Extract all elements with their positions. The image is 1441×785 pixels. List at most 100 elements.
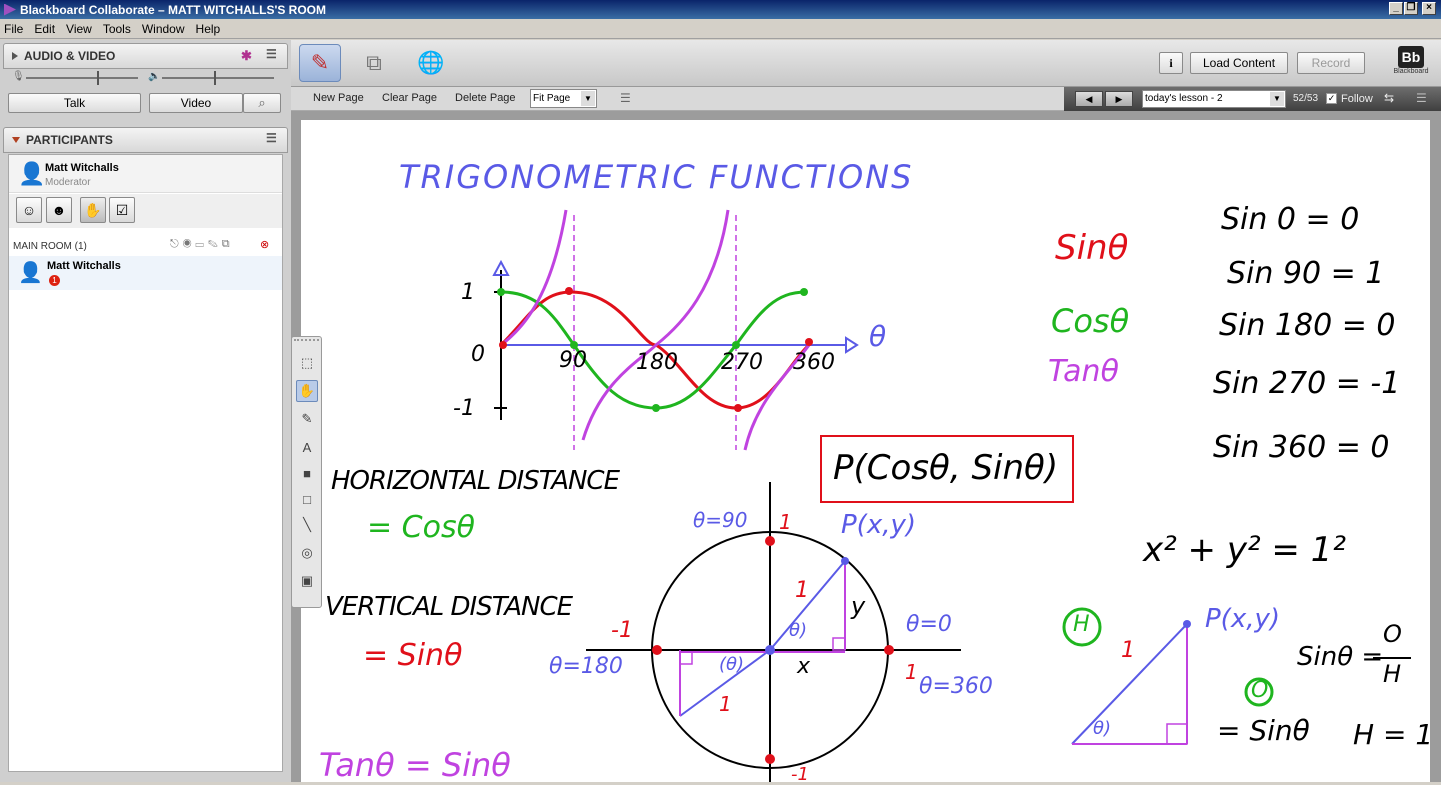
rect-tool-icon[interactable]: □: [303, 491, 311, 507]
participant-row[interactable]: 👤 Matt Witchalls 1: [9, 256, 282, 290]
brand-name: Blackboard: [1393, 68, 1429, 75]
prev-page-icon[interactable]: ◀: [1075, 91, 1103, 107]
delete-page-button[interactable]: Delete Page: [455, 92, 516, 104]
zoom-select[interactable]: Fit Page ▼: [530, 89, 597, 108]
legend-sin: Sinθ: [1055, 228, 1129, 268]
label-pxy-2: P(x,y): [1205, 604, 1281, 634]
record-label: Record: [1311, 56, 1351, 70]
audio-settings-icon[interactable]: ✱: [241, 48, 252, 63]
record-button[interactable]: Record: [1297, 52, 1365, 74]
participants-menu-icon[interactable]: ☰: [266, 131, 277, 145]
next-page-icon[interactable]: ▶: [1105, 91, 1133, 107]
close-icon[interactable]: ×: [1422, 2, 1436, 15]
sin-fraction-label: Sinθ =: [1297, 642, 1384, 672]
room-tools-icons[interactable]: ⎋◉▭✎⧉: [170, 238, 234, 250]
filled-rect-tool-icon[interactable]: ■: [303, 465, 311, 481]
speaker-volume-knob[interactable]: [214, 71, 216, 85]
select-tool-icon[interactable]: ⬚: [300, 355, 314, 370]
circle-point-0: [884, 645, 894, 655]
fraction-denominator: H: [1383, 660, 1402, 688]
remove-user-icon[interactable]: ⊗: [260, 239, 270, 251]
minimize-icon[interactable]: _: [1389, 2, 1403, 15]
text-tool-icon[interactable]: A: [302, 439, 312, 455]
menu-tools[interactable]: Tools: [102, 21, 131, 36]
app-logo-icon: [4, 3, 16, 16]
mic-volume-slider[interactable]: [26, 77, 138, 79]
participant-avatar-icon: 👤: [18, 262, 43, 284]
my-profile: 👤 Matt Witchalls Moderator: [9, 155, 282, 193]
load-content-button[interactable]: Load Content: [1190, 52, 1288, 74]
audio-video-title: AUDIO & VIDEO: [24, 49, 116, 63]
info-button[interactable]: i: [1159, 52, 1183, 74]
follow-checkbox[interactable]: ✓: [1326, 93, 1337, 104]
triangle-hypotenuse: [1071, 623, 1188, 745]
user-avatar-icon: 👤: [18, 161, 46, 186]
right-angle-mark: [832, 637, 846, 651]
new-page-button[interactable]: New Page: [313, 92, 364, 104]
menu-view[interactable]: View: [66, 21, 92, 36]
web-tour-icon[interactable]: 🌐: [417, 50, 445, 75]
sin90-text: Sin 90 = 1: [1227, 256, 1385, 291]
audio-video-header[interactable]: AUDIO & VIDEO ✱ ☰: [3, 43, 288, 69]
label-theta90: θ=90: [693, 508, 748, 532]
page-select[interactable]: today's lesson - 2 ▼: [1142, 90, 1286, 108]
dropdown-arrow-icon: ▼: [581, 91, 595, 106]
whiteboard-canvas[interactable]: TRIGONOMETRIC FUNCTIONS 1 0 -1 90 180 27…: [301, 120, 1433, 785]
line-tool-icon[interactable]: ╲: [303, 517, 311, 532]
label-one-bottom: 1: [719, 692, 732, 716]
video-preview-button[interactable]: ⌕: [243, 93, 281, 113]
label-theta180: θ=180: [549, 654, 623, 679]
label-x360: 360: [793, 350, 835, 375]
mic-volume-knob[interactable]: [97, 71, 99, 85]
cos-point-0: [497, 288, 505, 296]
microphone-icon: 🎙: [12, 71, 25, 82]
cos-point-180: [652, 404, 660, 412]
hand-tool-icon[interactable]: ✋: [296, 380, 318, 402]
tan-branch-3: [743, 344, 811, 451]
label-h-circle: H: [1073, 612, 1090, 637]
menu-help[interactable]: Help: [195, 21, 221, 36]
hand-count-badge: 1: [49, 275, 60, 286]
speaker-volume-slider[interactable]: [162, 77, 274, 79]
label-one-right: 1: [905, 660, 918, 684]
talk-label: Talk: [63, 96, 86, 110]
menu-file[interactable]: File: [4, 21, 24, 36]
clear-page-button[interactable]: Clear Page: [382, 92, 438, 104]
menu-window[interactable]: Window: [141, 21, 185, 36]
raise-hand-icon[interactable]: ✋: [80, 197, 106, 223]
right-angle-mark-180: [679, 651, 693, 665]
clip-art-icon[interactable]: ▣: [300, 573, 314, 588]
circle-point-p: [841, 557, 849, 565]
drawing-tools-palette: ⬚ ✋ ✎ A ■ □ ╲ ◎ ▣: [291, 336, 322, 608]
screen-capture-icon[interactable]: ◎: [301, 545, 313, 560]
participants-header[interactable]: PARTICIPANTS ☰: [3, 127, 288, 153]
circle-point-180: [652, 645, 662, 655]
legend-tan: Tanθ: [1048, 354, 1119, 389]
label-theta-triangle: θ): [1093, 718, 1112, 739]
pen-tool-icon[interactable]: ✎: [301, 411, 313, 426]
sin-point-270: [734, 404, 742, 412]
restore-icon[interactable]: ❐: [1404, 2, 1418, 15]
tan-formula: Tanθ = Sinθ: [319, 746, 511, 784]
menu-edit[interactable]: Edit: [34, 21, 56, 36]
talk-button[interactable]: Talk: [8, 93, 141, 113]
label-ym1: -1: [453, 396, 475, 421]
h-circle-outline: [1062, 607, 1102, 647]
label-minus1-bottom: -1: [791, 764, 809, 785]
step-away-icon[interactable]: ☻: [46, 197, 72, 223]
nav-menu-icon[interactable]: ☰: [1416, 91, 1427, 105]
equals-sin-text: = Sinθ: [1217, 714, 1310, 747]
page-dropdown-icon: ▼: [1270, 92, 1284, 106]
whiteboard-mode-icon[interactable]: ✎: [299, 44, 341, 82]
swap-icon[interactable]: ⇆: [1384, 91, 1395, 105]
whiteboard-menu-icon[interactable]: ☰: [620, 91, 631, 105]
emoticon-icon[interactable]: ☺: [16, 197, 42, 223]
my-role: Moderator: [45, 177, 91, 188]
video-button[interactable]: Video: [149, 93, 243, 113]
palette-grip[interactable]: [294, 339, 319, 344]
panel-menu-icon[interactable]: ☰: [266, 47, 277, 61]
label-pxy: P(x,y): [841, 510, 917, 540]
app-share-icon[interactable]: ⧉: [366, 50, 382, 75]
sin-point-360: [805, 338, 813, 346]
polling-icon[interactable]: ☑: [109, 197, 135, 223]
